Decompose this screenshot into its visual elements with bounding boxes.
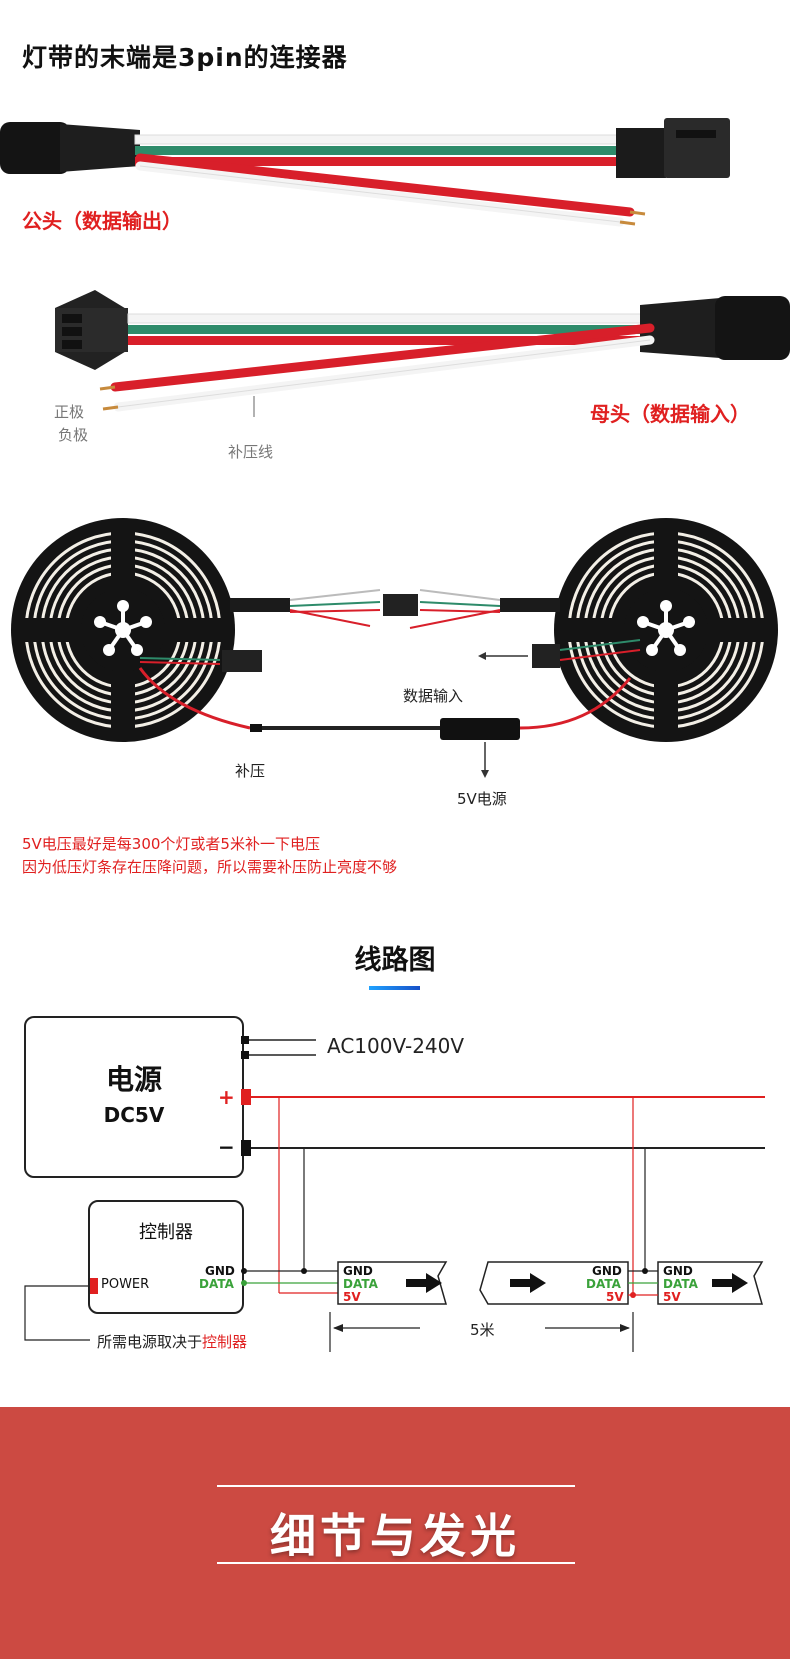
title-underline xyxy=(369,986,420,990)
led-reel-left xyxy=(9,516,237,744)
strip3-gnd: GND xyxy=(663,1264,693,1278)
controller-gnd: GND xyxy=(205,1264,235,1278)
wiring-title: 线路图 xyxy=(354,945,436,976)
controller-power-note-prefix: 所需电源取决于 xyxy=(97,1333,203,1351)
controller-title: 控制器 xyxy=(139,1222,193,1243)
footer-banner xyxy=(0,1407,790,1659)
controller-power-note-highlight: 控制器 xyxy=(202,1333,248,1351)
strip1-5v: 5V xyxy=(343,1290,361,1304)
boost-label: 补压 xyxy=(235,762,266,780)
controller-box xyxy=(88,1200,244,1314)
reel-illustration xyxy=(9,516,780,778)
psu-title: 电源 xyxy=(105,1063,162,1096)
data-input-label: 数据输入 xyxy=(403,687,464,705)
ac-input-label: AC100V-240V xyxy=(327,1034,465,1058)
strip2-data: DATA xyxy=(586,1277,621,1291)
led-reel-right xyxy=(552,516,780,744)
psu-5v-label: 5V电源 xyxy=(457,790,507,808)
strip1-data: DATA xyxy=(343,1277,378,1291)
strip3-data: DATA xyxy=(663,1277,698,1291)
psu-voltage: DC5V xyxy=(103,1103,165,1127)
footer-line-top xyxy=(217,1485,575,1487)
boost-wire-label: 补压线 xyxy=(228,443,274,461)
minus-symbol: − xyxy=(218,1135,235,1159)
connector-illustration xyxy=(0,118,790,417)
section1-title: 灯带的末端是3pin的连接器 xyxy=(22,43,348,72)
strip2-gnd: GND xyxy=(592,1264,622,1278)
wiring-lines xyxy=(24,1036,765,1352)
male-connector-label: 公头（数据输出） xyxy=(22,209,182,233)
strip3-5v: 5V xyxy=(663,1290,681,1304)
female-connector-label: 母头（数据输入） xyxy=(590,402,750,426)
male-cable xyxy=(0,118,730,227)
controller-power-note: 所需电源取决于控制器 xyxy=(97,1331,247,1352)
negative-label: 负极 xyxy=(58,426,89,444)
plus-symbol: + xyxy=(218,1085,235,1109)
distance-label: 5米 xyxy=(470,1321,495,1339)
controller-data: DATA xyxy=(199,1277,234,1291)
footer-title: 细节与发光 xyxy=(270,1509,520,1563)
strip1-gnd: GND xyxy=(343,1264,373,1278)
female-cable xyxy=(55,290,790,417)
strip2-5v: 5V xyxy=(606,1290,624,1304)
voltage-note-line2: 因为低压灯条存在压降问题，所以需要补压防止亮度不够 xyxy=(22,858,398,876)
positive-label: 正极 xyxy=(54,403,85,421)
voltage-note-line1: 5V电压最好是每300个灯或者5米补一下电压 xyxy=(22,835,320,853)
footer-line-bottom xyxy=(217,1562,575,1564)
power-label: POWER xyxy=(101,1277,150,1292)
psu-box xyxy=(24,1016,244,1178)
